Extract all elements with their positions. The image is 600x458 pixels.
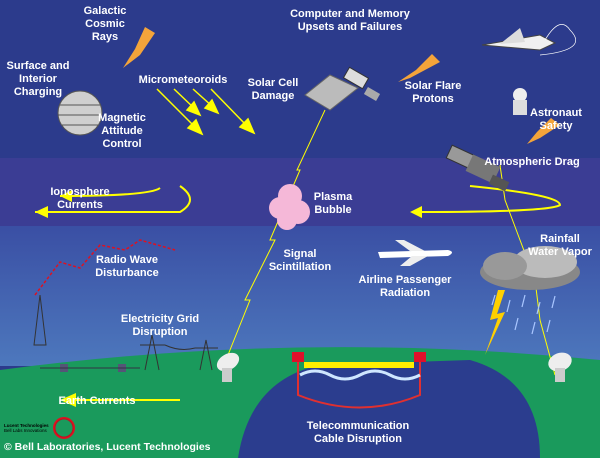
- label-micrometeoroids: Micrometeoroids: [138, 74, 228, 86]
- telecom-cable: [297, 362, 421, 409]
- airplane: [378, 240, 452, 266]
- plasma-bubble: [269, 184, 310, 230]
- micrometeoroid-arrows: [156, 88, 256, 136]
- storm-cloud: [480, 246, 580, 290]
- spherical-satellite: [57, 90, 103, 136]
- copyright: © Bell Laboratories, Lucent Technologies: [4, 441, 211, 453]
- satellite-dish-left: [216, 352, 240, 382]
- space-shuttle: [481, 28, 557, 51]
- lightning-icon: [485, 290, 505, 355]
- radio-tower: [33, 294, 47, 346]
- label-atmospheric-drag: Atmospheric Drag: [484, 156, 580, 168]
- drag-satellite: [445, 144, 510, 192]
- atmosphere-band: [0, 226, 600, 366]
- rain: [491, 294, 556, 335]
- astronaut: [513, 88, 527, 115]
- radio-wave-path: [34, 239, 176, 296]
- power-grid: [140, 334, 218, 371]
- label-earth-currents: Earth Currents: [58, 395, 136, 407]
- ionosphere-current-arrows: [35, 185, 562, 213]
- transformer: [40, 364, 140, 372]
- solar-satellite: [304, 66, 381, 111]
- earth-current-arrow: [60, 393, 76, 407]
- orange-particle-arrows: [123, 27, 560, 144]
- ocean: [238, 360, 540, 458]
- lucent-logo-ring: [53, 417, 75, 439]
- signal-path: [227, 109, 326, 356]
- satellite-dish-right: [548, 352, 572, 382]
